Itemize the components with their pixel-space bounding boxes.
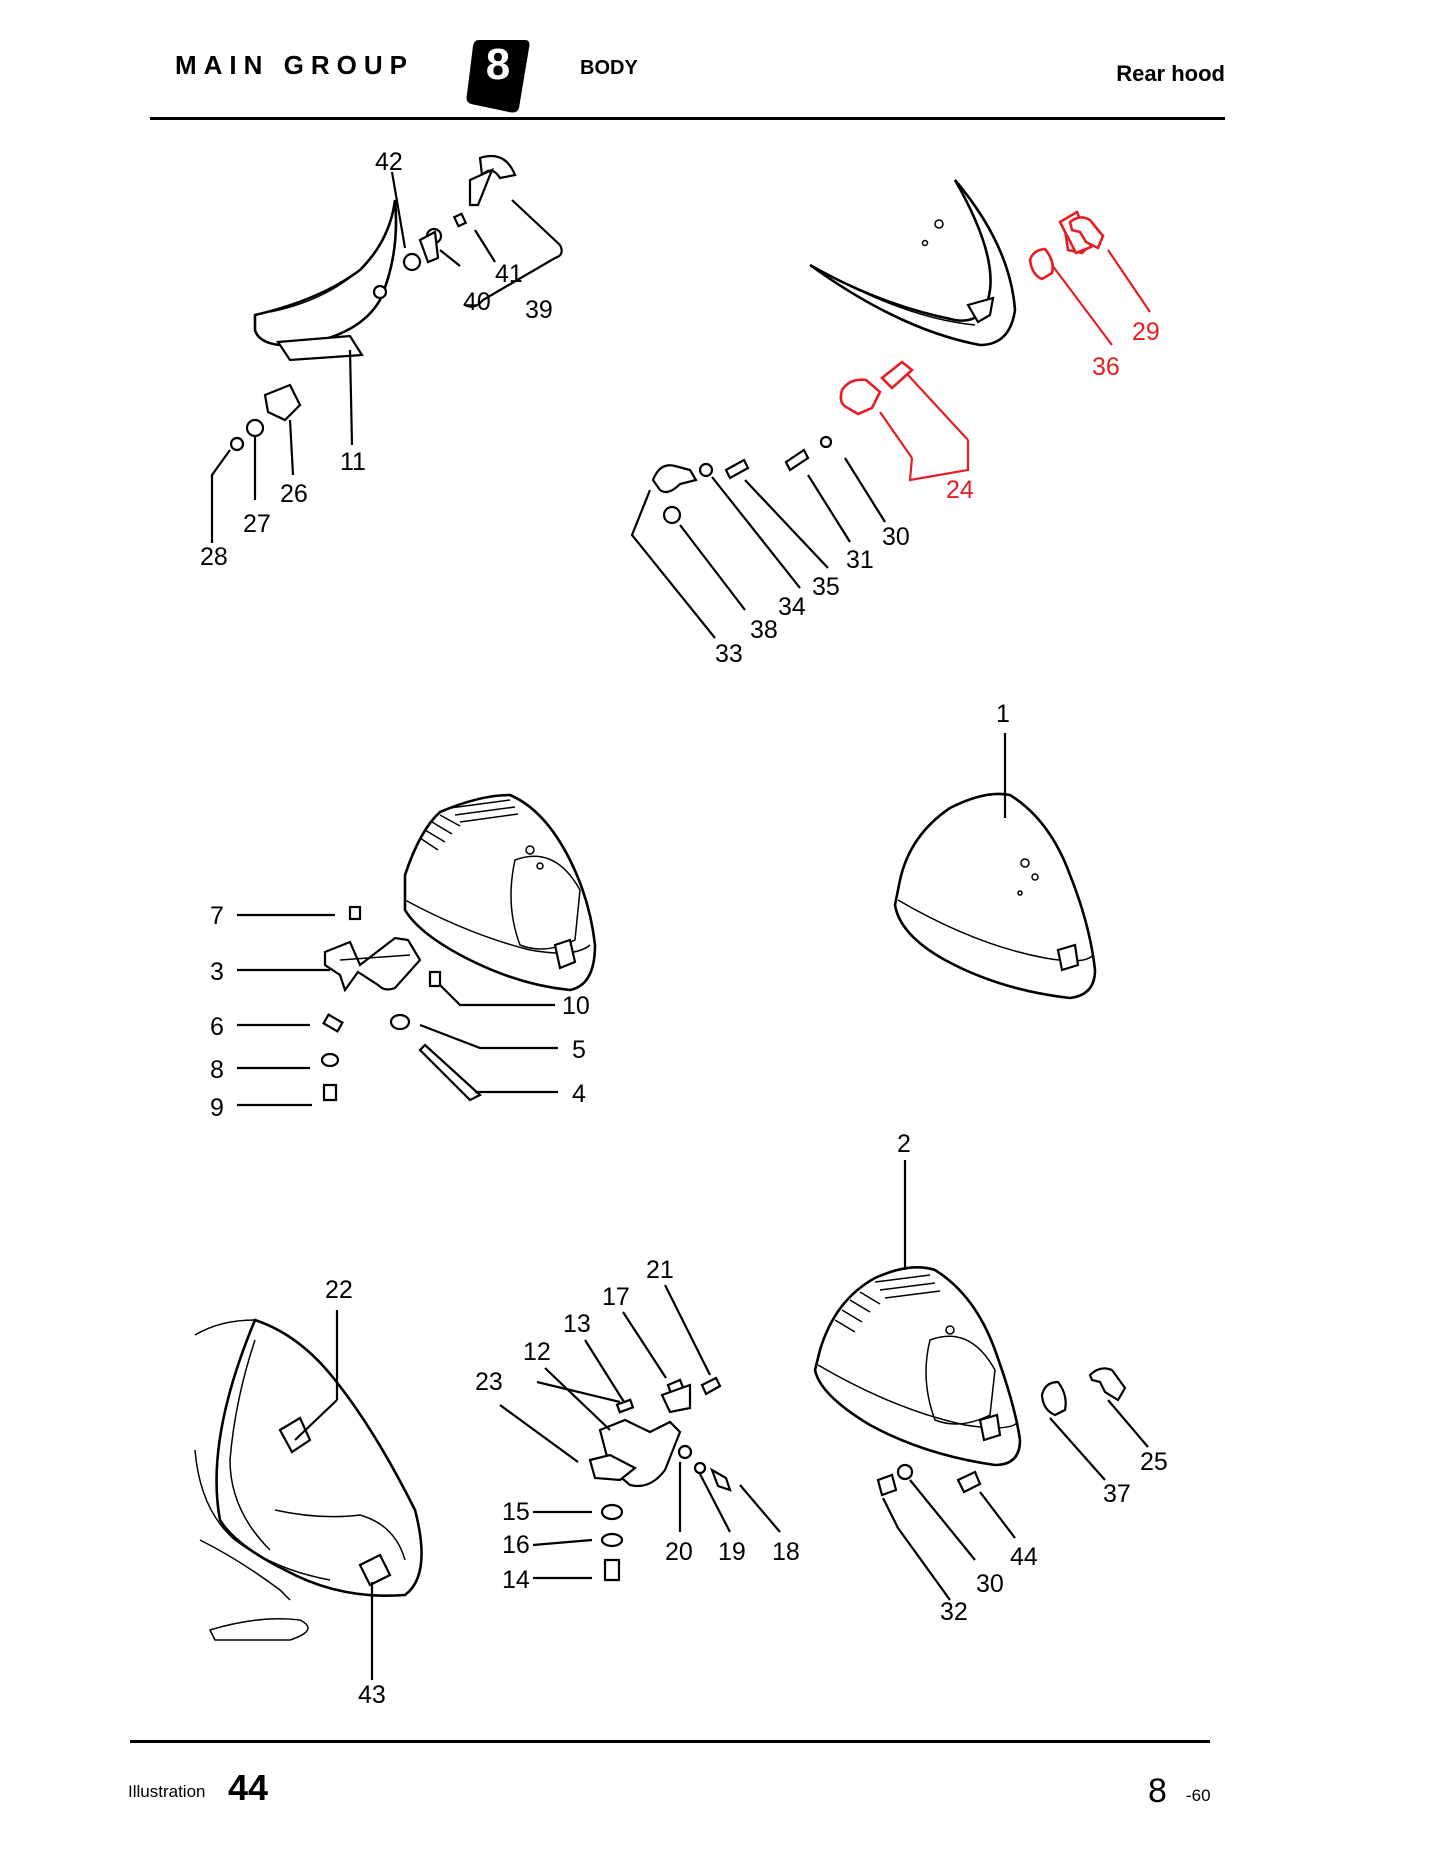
- callout-19: 19: [718, 1538, 746, 1566]
- callout-4: 4: [572, 1080, 586, 1108]
- callout-31: 31: [846, 546, 874, 574]
- hood-with-hinge: [237, 793, 597, 1107]
- callout-30-bottom: 30: [976, 1570, 1004, 1598]
- callout-26: 26: [280, 480, 308, 508]
- group-number: 8: [485, 40, 511, 89]
- handle-lock-assembly: [210, 154, 563, 543]
- callout-27: 27: [243, 510, 271, 538]
- footer-rule: [130, 1740, 1210, 1743]
- callout-5: 5: [572, 1036, 586, 1064]
- group-number-badge: [466, 40, 530, 113]
- callout-20: 20: [665, 1538, 693, 1566]
- header-rule: [150, 117, 1225, 120]
- callout-8: 8: [210, 1056, 224, 1084]
- callout-14: 14: [502, 1566, 530, 1594]
- callout-24: 24: [946, 476, 974, 504]
- callout-9: 9: [210, 1094, 224, 1122]
- callout-37: 37: [1103, 1480, 1131, 1508]
- callout-17: 17: [602, 1283, 630, 1311]
- catch-assembly: [630, 179, 1151, 639]
- callout-42: 42: [375, 148, 403, 176]
- callout-21: 21: [646, 1256, 674, 1284]
- callout-38: 38: [750, 616, 778, 644]
- callout-44: 44: [1010, 1543, 1038, 1571]
- main-group-label: MAIN GROUP: [175, 50, 414, 80]
- callout-39: 39: [525, 296, 553, 324]
- callout-10: 10: [562, 992, 590, 1020]
- callout-15: 15: [502, 1498, 530, 1526]
- callout-6: 6: [210, 1013, 224, 1041]
- callout-32: 32: [940, 1598, 968, 1626]
- callout-3: 3: [210, 958, 224, 986]
- illustration-label: Illustration: [128, 1782, 206, 1801]
- callout-7: 7: [210, 902, 224, 930]
- callout-2: 2: [897, 1130, 911, 1158]
- callout-30-top: 30: [882, 523, 910, 551]
- callout-33: 33: [715, 640, 743, 668]
- callout-28: 28: [200, 543, 228, 571]
- section-title: Rear hood: [1116, 61, 1225, 86]
- callout-41: 41: [495, 260, 523, 288]
- callout-36: 36: [1092, 353, 1120, 381]
- engine-compartment: [194, 1310, 423, 1680]
- callout-23: 23: [475, 1368, 503, 1396]
- callout-29: 29: [1132, 318, 1160, 346]
- callout-18: 18: [772, 1538, 800, 1566]
- callout-25: 25: [1140, 1448, 1168, 1476]
- callout-35: 35: [812, 573, 840, 601]
- group-name: BODY: [580, 57, 638, 79]
- callout-1: 1: [996, 700, 1010, 728]
- callout-40: 40: [463, 288, 491, 316]
- callout-13: 13: [563, 1310, 591, 1338]
- callout-16: 16: [502, 1531, 530, 1559]
- callout-22: 22: [325, 1276, 353, 1304]
- callout-43: 43: [358, 1681, 386, 1709]
- callout-12: 12: [523, 1338, 551, 1366]
- rear-hood-2: [813, 1160, 1149, 1601]
- callout-11: 11: [340, 448, 366, 476]
- page-subnumber: -60: [1186, 1786, 1211, 1805]
- page-number: 8: [1148, 1772, 1167, 1810]
- callout-34: 34: [778, 593, 806, 621]
- rear-hood-1: [893, 733, 1097, 1000]
- hinge-parts: [499, 1284, 781, 1582]
- illustration-number: 44: [228, 1767, 269, 1808]
